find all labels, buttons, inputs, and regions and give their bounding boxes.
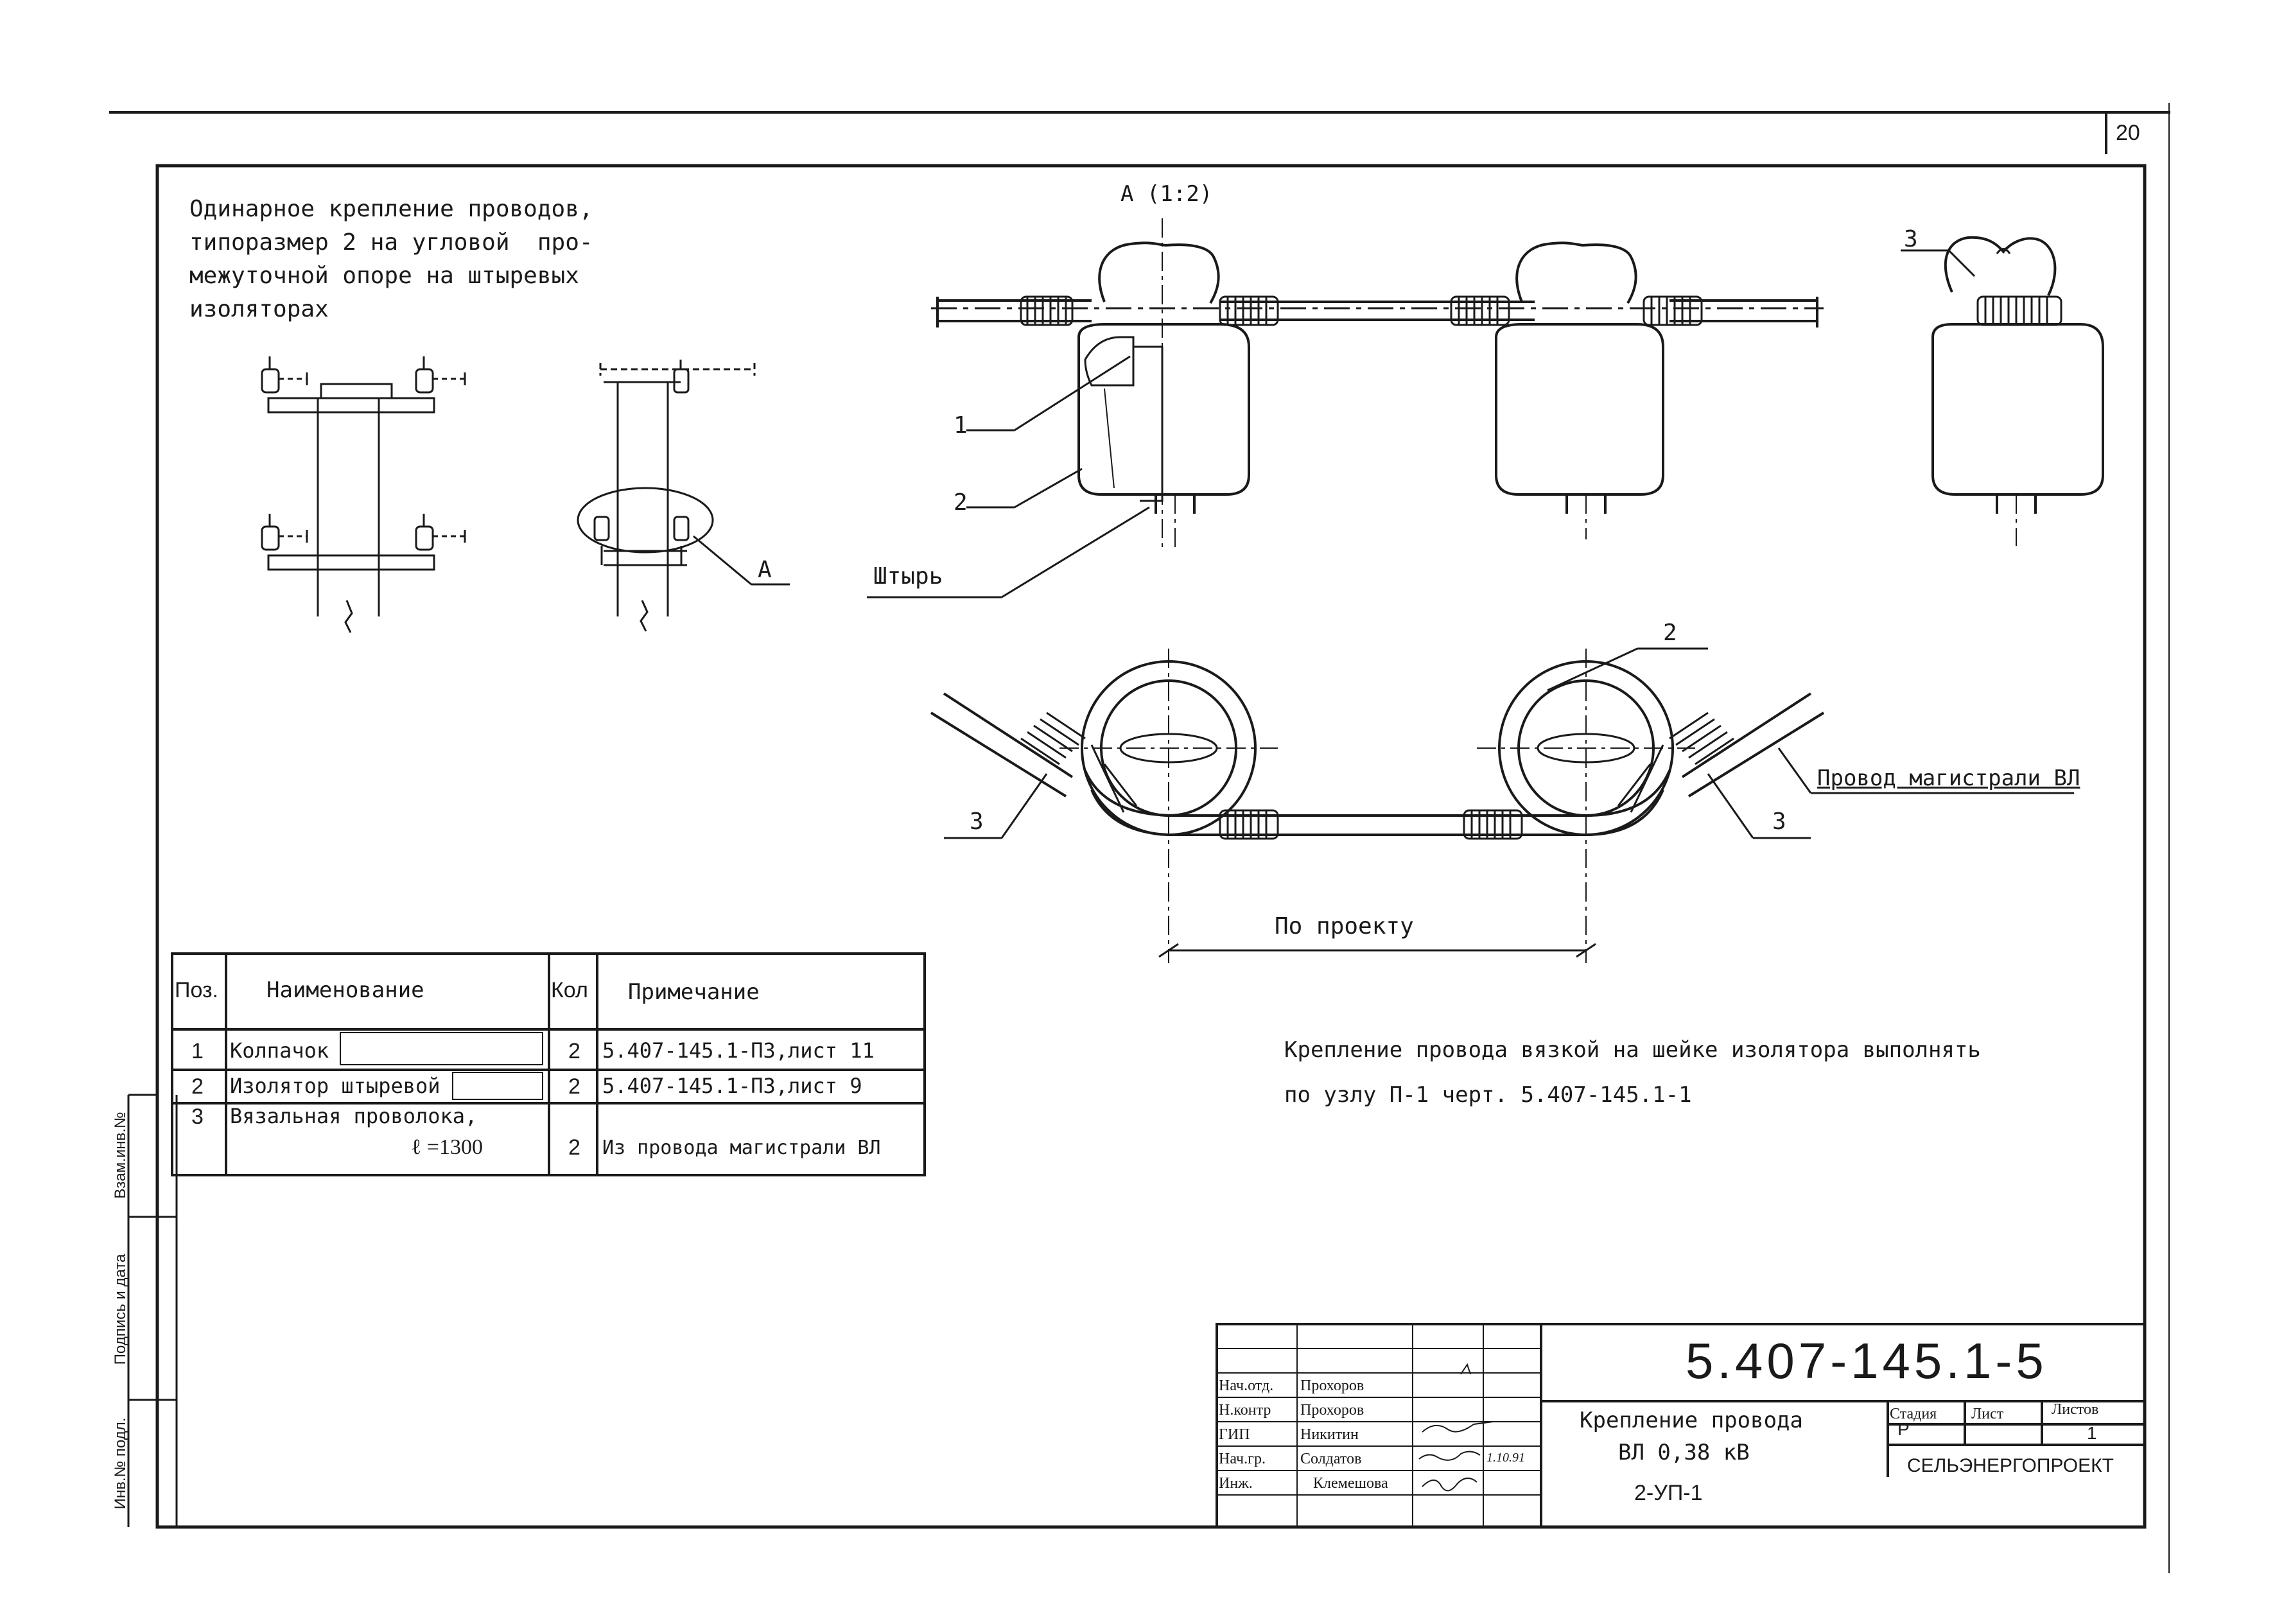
callout-pin: Штырь (873, 563, 943, 589)
table-row-1-pos: 1 (191, 1039, 204, 1063)
table-header-name: Наименование (266, 977, 424, 1003)
table-header-pos: Поз. (175, 978, 218, 1002)
description-line-1: Одинарное крепление проводов, (189, 196, 593, 222)
table-row-3-name-length: ℓ =1300 (411, 1135, 483, 1159)
title-line-1: Крепление провода (1580, 1408, 1803, 1433)
table-row-2-name: Изолятор штыревой (230, 1074, 440, 1098)
stage-value: Р (1897, 1419, 1910, 1439)
side-stamp-frame (127, 1094, 178, 1527)
sheets-header: Листов (2052, 1401, 2099, 1418)
sign-role-5: Инж. (1219, 1475, 1253, 1492)
table-row-2-qty: 2 (568, 1074, 580, 1099)
sign-name-2: Прохоров (1300, 1402, 1364, 1419)
signatures (1418, 1363, 1494, 1492)
table-row-2-note: 5.407-145.1-ПЗ,лист 9 (602, 1074, 862, 1098)
table-header-note: Примечание (628, 979, 760, 1005)
document-code: 5.407-145.1-5 (1686, 1332, 2048, 1389)
callout-3-top: 3 (1904, 226, 1918, 252)
page-number: 20 (2116, 121, 2140, 145)
spec-table-grid (171, 952, 926, 1176)
plan-view (930, 647, 2074, 963)
table-row-1-qty: 2 (568, 1039, 580, 1063)
table-row-3-qty: 2 (568, 1135, 580, 1160)
sheets-value: 1 (2087, 1423, 2097, 1443)
sign-role-1: Нач.отд. (1219, 1377, 1274, 1394)
side-stamp-vzam: Взам.инв.№ (112, 1112, 129, 1199)
callout-3-left: 3 (970, 808, 984, 835)
wire-main-label: Провод магистрали ВЛ (1817, 765, 2080, 791)
table-row-3-name: Вязальная проволока, (230, 1104, 478, 1128)
description-line-4: изоляторах (189, 296, 329, 322)
side-stamp-podpis: Подпись и дата (112, 1253, 129, 1365)
table-row-3-pos: 3 (191, 1104, 204, 1129)
table-header-qty: Кол (551, 978, 588, 1002)
sign-name-1: Прохоров (1300, 1377, 1364, 1394)
description-line-2: типоразмер 2 на угловой про- (189, 229, 593, 256)
side-stamp-inv: Инв.№ подл. (112, 1417, 129, 1510)
sign-role-3: ГИП (1219, 1426, 1250, 1443)
callout-1: 1 (954, 412, 968, 439)
sign-name-5: Клемешова (1313, 1475, 1388, 1492)
table-row-1-name: Колпачок (230, 1038, 329, 1063)
sign-role-4: Нач.гр. (1219, 1451, 1266, 1467)
callout-2-plan: 2 (1663, 620, 1677, 646)
sign-name-4: Солдатов (1300, 1451, 1362, 1467)
sheet-border (109, 103, 2170, 1573)
dimension-label: По проекту (1275, 913, 1414, 939)
view-a-label: А (1:2) (1120, 181, 1213, 207)
table-row-1-note: 5.407-145.1-ПЗ,лист 11 (602, 1038, 875, 1063)
table-row-2-pos: 2 (191, 1074, 204, 1099)
sheet-header: Лист (1971, 1406, 2004, 1422)
callout-a: А (758, 557, 772, 583)
view-a-elevation (867, 218, 2104, 598)
title-line-3: 2-УП-1 (1634, 1481, 1703, 1505)
pole-schematic-front (261, 356, 466, 633)
title-line-2: ВЛ 0,38 кВ (1618, 1440, 1750, 1465)
pole-schematic-side (577, 360, 790, 632)
sign-role-2: Н.контр (1219, 1402, 1271, 1419)
organization: СЕЛЬЭНЕРГОПРОЕКТ (1907, 1455, 2114, 1476)
callout-2: 2 (954, 489, 968, 516)
sign-name-3: Никитин (1300, 1426, 1359, 1443)
instruction-line-2: по узлу П-1 черт. 5.407-145.1-1 (1284, 1082, 1692, 1108)
title-block-grid (1216, 1323, 2146, 1528)
stage-header: Стадия (1890, 1406, 1937, 1422)
table-row-3-note: Из провода магистрали ВЛ (602, 1137, 881, 1159)
sign-date-4: 1.10.91 (1486, 1451, 1525, 1465)
instruction-line-1: Крепление провода вязкой на шейке изолят… (1284, 1037, 1981, 1063)
description-line-3: межуточной опоре на штыревых (189, 263, 579, 289)
callout-3-right: 3 (1772, 808, 1786, 835)
